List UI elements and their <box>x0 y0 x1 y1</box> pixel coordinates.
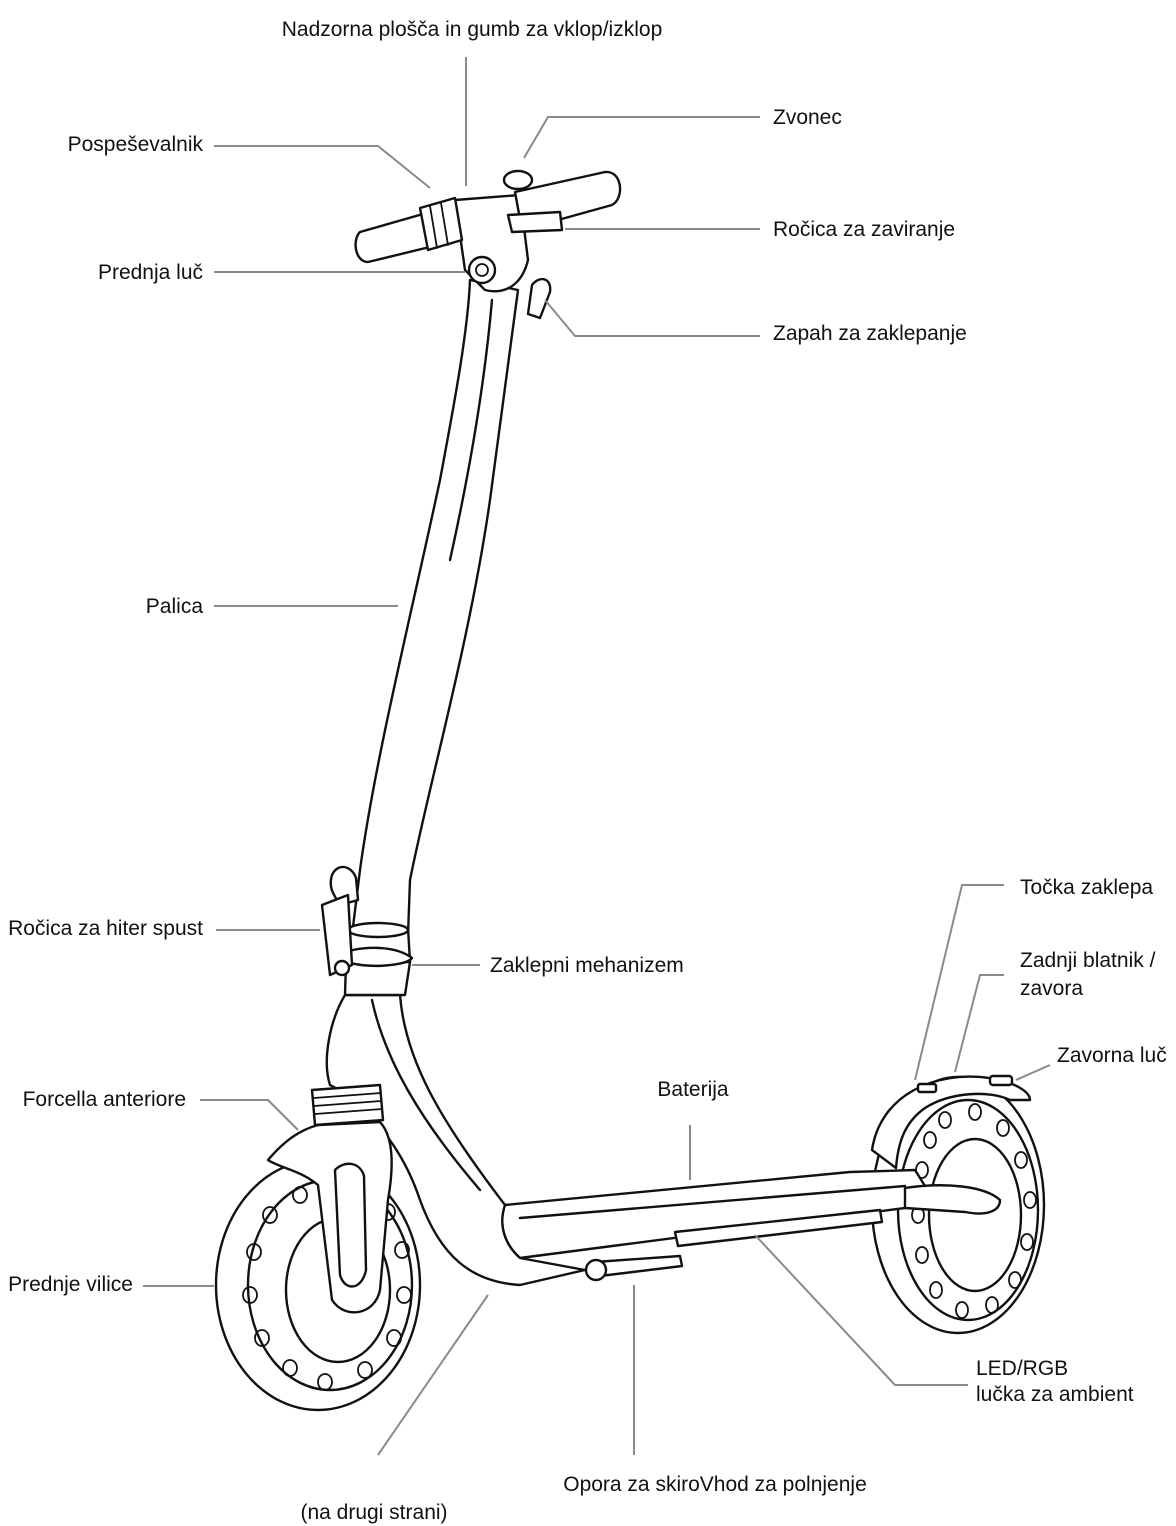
label-locking-latch: Zapah za zaklepanje <box>773 322 967 345</box>
label-locking-mechanism: Zaklepni mehanizem <box>490 954 684 977</box>
label-led-rgb-1: LED/RGB <box>976 1357 1068 1380</box>
label-lock-point: Točka zaklepa <box>1020 876 1153 899</box>
label-accelerator: Pospeševalnik <box>68 133 204 156</box>
scooter-illustration <box>216 171 1044 1410</box>
label-fork-it: Forcella anteriore <box>23 1088 186 1111</box>
label-brake-light: Zavorna luč <box>1057 1044 1167 1067</box>
leader-brake-light <box>1016 1065 1050 1080</box>
leader-fork-it <box>200 1100 298 1130</box>
label-kickstand-charging: Opora za skiroVhod za polnjenje <box>563 1473 867 1496</box>
leader-locking-latch <box>545 300 760 336</box>
label-dashboard: Nadzorna plošča in gumb za vklop/izklop <box>282 18 663 41</box>
lock-point-shape <box>918 1084 936 1092</box>
label-front-fork: Prednje vilice <box>8 1273 133 1296</box>
label-battery: Baterija <box>657 1078 729 1101</box>
label-bell: Zvonec <box>773 106 842 129</box>
label-rear-fender-1: Zadnji blatnik / <box>1020 949 1156 972</box>
label-brake-lever: Ročica za zaviranje <box>773 218 955 241</box>
stem-shape <box>352 280 518 935</box>
kickstand-shape <box>586 1256 682 1280</box>
label-led-rgb-2: lučka za ambient <box>976 1383 1134 1406</box>
label-stem: Palica <box>146 595 204 618</box>
brake-light-shape <box>990 1076 1012 1085</box>
label-front-light: Prednja luč <box>98 261 203 284</box>
leader-rear-fender <box>955 975 1004 1072</box>
label-other-side: (na drugi strani) <box>300 1501 447 1524</box>
label-rear-fender-2: zavora <box>1020 977 1083 1000</box>
label-quick-release: Ročica za hiter spust <box>8 917 203 940</box>
leader-accelerator <box>214 146 430 188</box>
leader-bell <box>524 117 760 158</box>
